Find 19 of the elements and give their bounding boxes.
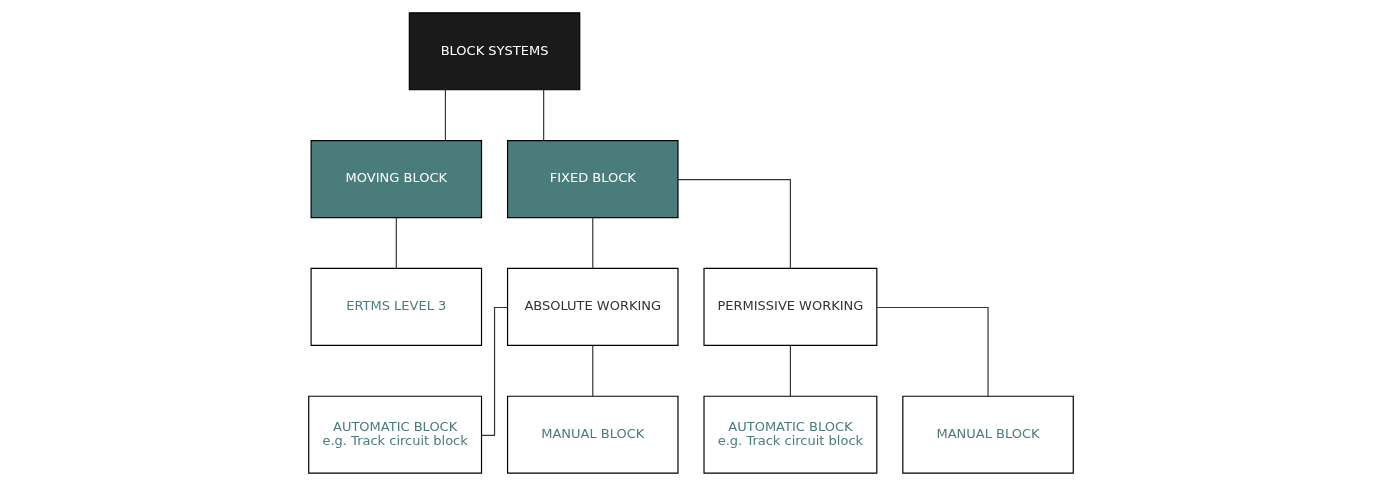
connector <box>592 345 594 397</box>
connector <box>789 345 791 397</box>
connector <box>444 89 446 142</box>
node-box: MANUAL BLOCK <box>506 395 679 474</box>
node-box: ABSOLUTE WORKING <box>506 267 679 346</box>
node-box: PERMISSIVE WORKING <box>703 267 878 346</box>
node-box: ERTMS LEVEL 3 <box>310 267 483 346</box>
node-box: FIXED BLOCK <box>506 140 679 219</box>
connector <box>677 179 791 269</box>
node-box: MANUAL BLOCK <box>902 395 1074 474</box>
connector <box>480 306 508 436</box>
node-box: AUTOMATIC BLOCK e.g. Track circuit block <box>703 395 878 474</box>
connector <box>592 217 594 269</box>
connector <box>876 306 989 397</box>
connector <box>395 217 397 269</box>
node-box: MOVING BLOCK <box>310 140 483 219</box>
node-box: AUTOMATIC BLOCK e.g. Track circuit block <box>308 395 483 474</box>
connector <box>543 89 545 142</box>
node-box: BLOCK SYSTEMS <box>408 12 581 91</box>
